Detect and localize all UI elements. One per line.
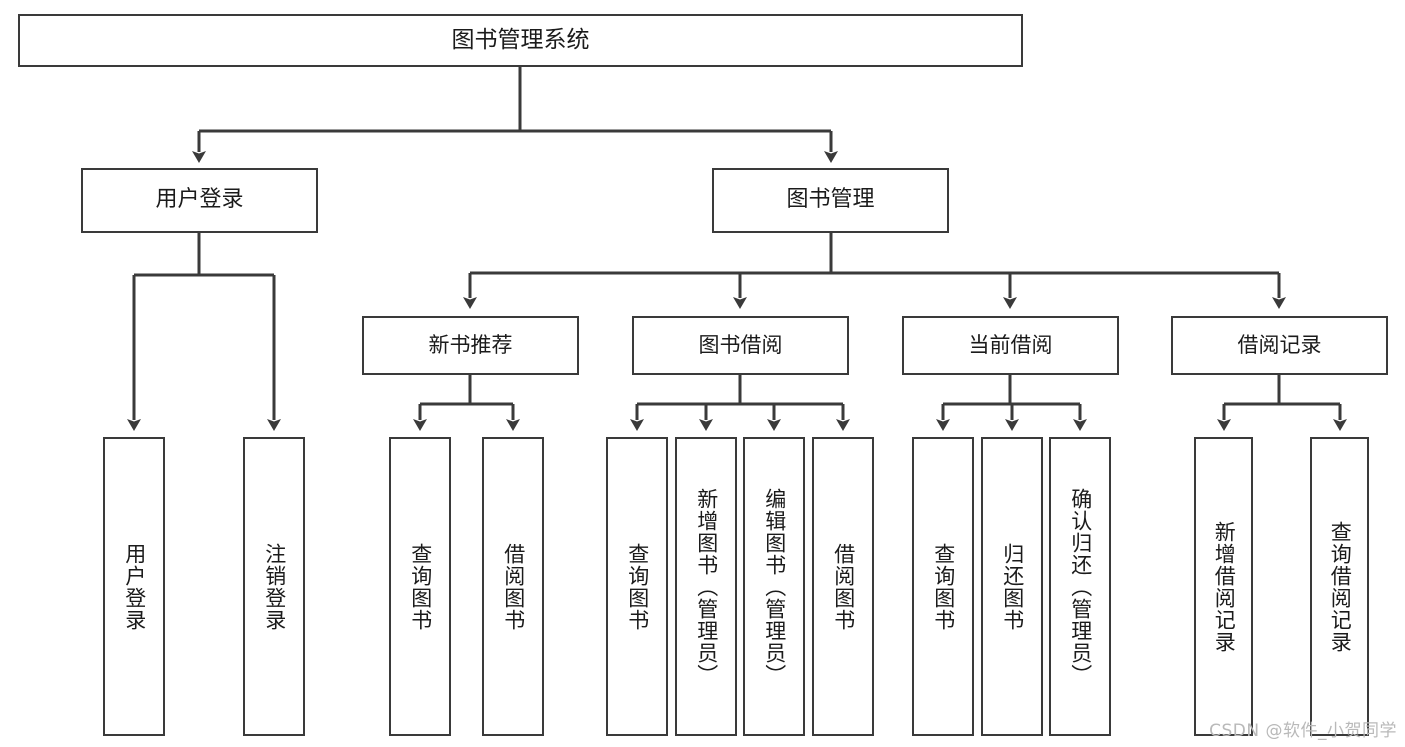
node-borrow-record[interactable]: 借阅记录 — [1171, 316, 1388, 375]
node-leaf-query-book-2[interactable]: 查询图书 — [606, 437, 668, 736]
node-borrow-record-label: 借阅记录 — [1237, 332, 1322, 357]
node-leaf-user-login-label: 用户登录 — [122, 542, 147, 631]
node-leaf-logout-login[interactable]: 注销登录 — [243, 437, 305, 736]
node-root[interactable]: 图书管理系统 — [18, 14, 1023, 67]
node-leaf-add-book-label: 新增图书（管理员） — [694, 487, 719, 686]
node-book-management[interactable]: 图书管理 — [712, 168, 949, 233]
node-leaf-borrow-book-1[interactable]: 借阅图书 — [482, 437, 544, 736]
node-current-borrow-label: 当前借阅 — [968, 332, 1053, 357]
node-leaf-borrow-book-2[interactable]: 借阅图书 — [812, 437, 874, 736]
node-leaf-logout-login-label: 注销登录 — [262, 542, 287, 631]
node-leaf-query-book-2-label: 查询图书 — [625, 542, 650, 631]
node-new-book-recommend[interactable]: 新书推荐 — [362, 316, 579, 375]
node-leaf-borrow-book-2-label: 借阅图书 — [831, 542, 856, 631]
node-user-login-label: 用户登录 — [155, 187, 244, 213]
node-leaf-confirm-return-label: 确认归还（管理员） — [1068, 487, 1093, 686]
node-leaf-user-login[interactable]: 用户登录 — [103, 437, 165, 736]
node-leaf-borrow-book-1-label: 借阅图书 — [501, 542, 526, 631]
node-book-borrow[interactable]: 图书借阅 — [632, 316, 849, 375]
node-book-management-label: 图书管理 — [786, 187, 875, 213]
csdn-watermark: CSDN @软件_小贺同学 — [1209, 721, 1397, 741]
node-leaf-confirm-return[interactable]: 确认归还（管理员） — [1049, 437, 1111, 736]
node-leaf-add-book[interactable]: 新增图书（管理员） — [675, 437, 737, 736]
node-user-login[interactable]: 用户登录 — [81, 168, 318, 233]
node-new-book-recommend-label: 新书推荐 — [428, 332, 513, 357]
node-leaf-query-record-label: 查询借阅记录 — [1328, 520, 1353, 653]
node-leaf-query-book-1[interactable]: 查询图书 — [389, 437, 451, 736]
node-leaf-edit-book-label: 编辑图书（管理员） — [762, 487, 787, 686]
node-root-label: 图书管理系统 — [451, 26, 590, 53]
node-book-borrow-label: 图书借阅 — [698, 332, 783, 357]
node-current-borrow[interactable]: 当前借阅 — [902, 316, 1119, 375]
node-leaf-query-record[interactable]: 查询借阅记录 — [1310, 437, 1369, 736]
node-leaf-query-book-1-label: 查询图书 — [408, 542, 433, 631]
node-leaf-query-book-3[interactable]: 查询图书 — [912, 437, 974, 736]
node-leaf-query-book-3-label: 查询图书 — [931, 542, 956, 631]
node-leaf-add-record[interactable]: 新增借阅记录 — [1194, 437, 1253, 736]
node-leaf-edit-book[interactable]: 编辑图书（管理员） — [743, 437, 805, 736]
node-leaf-return-book[interactable]: 归还图书 — [981, 437, 1043, 736]
node-leaf-add-record-label: 新增借阅记录 — [1212, 520, 1237, 653]
node-leaf-return-book-label: 归还图书 — [1000, 542, 1025, 631]
